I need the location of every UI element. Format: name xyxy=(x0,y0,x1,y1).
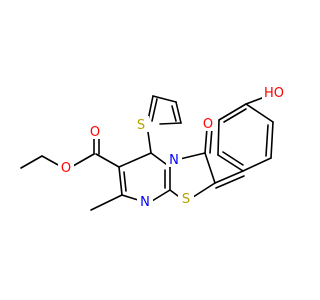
bond xyxy=(151,189,171,202)
bond xyxy=(41,155,61,167)
oxygen-label: O xyxy=(203,117,213,132)
bond xyxy=(214,170,244,184)
bond-lines xyxy=(20,95,274,211)
bond xyxy=(265,124,269,157)
bond xyxy=(118,166,123,196)
hydroxyl-label: HO xyxy=(264,86,284,101)
bond xyxy=(121,194,139,201)
bond xyxy=(95,153,120,168)
bond xyxy=(218,103,247,121)
nitrogen-label: N xyxy=(169,153,179,168)
bond xyxy=(217,119,220,156)
oxygen-label: O xyxy=(90,125,100,140)
bond xyxy=(171,105,177,122)
bond xyxy=(72,153,95,167)
bond xyxy=(152,95,177,103)
sulfur-label: S xyxy=(182,192,190,207)
bond xyxy=(270,121,274,159)
bond xyxy=(90,194,123,211)
bond xyxy=(123,171,127,192)
bond xyxy=(209,127,213,154)
bond xyxy=(204,127,208,154)
bond xyxy=(222,151,244,166)
bond xyxy=(245,97,263,105)
bond xyxy=(223,108,247,123)
nitrogen-label: N xyxy=(140,195,150,210)
molecule-structure: O O O HO S S N N xyxy=(20,84,286,211)
bond xyxy=(189,182,216,200)
bond xyxy=(217,154,244,172)
bond xyxy=(215,175,245,189)
atom-labels: O O O HO S S N N xyxy=(58,84,286,210)
bond xyxy=(20,155,43,169)
bond xyxy=(118,152,152,168)
bond xyxy=(204,152,216,184)
oxygen-label: O xyxy=(61,161,71,176)
bond xyxy=(179,152,206,160)
bond xyxy=(175,101,182,124)
sulfur-label: S xyxy=(137,118,145,133)
bond xyxy=(151,98,158,122)
bond xyxy=(245,103,274,123)
bond xyxy=(242,157,272,172)
bond xyxy=(159,122,182,125)
bond xyxy=(169,189,179,197)
